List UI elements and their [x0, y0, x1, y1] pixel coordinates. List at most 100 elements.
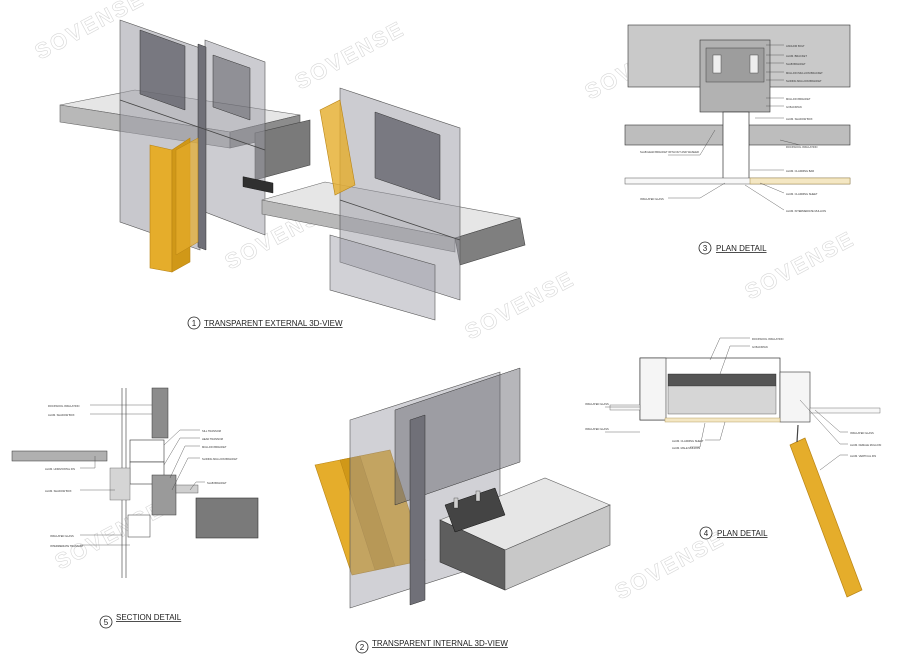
- male-mullion: [639, 357, 667, 421]
- caption-view-1: 1 TRANSPARENT EXTERNAL 3D-VIEW: [187, 316, 343, 330]
- anchor-bolt: [475, 490, 481, 502]
- note: ALUM. HORIZONTAL FIN: [45, 467, 75, 471]
- horizontal-fin: [11, 450, 108, 462]
- vertical-fin: [789, 437, 863, 598]
- note: ALUM. CLADDING SHEET: [672, 439, 704, 443]
- view-2-internal-3d: 2 TRANSPARENT INTERNAL 3D-VIEW: [314, 367, 611, 654]
- fin-bracket: [796, 424, 799, 443]
- note: ALUM. SHADOW BOX: [45, 489, 72, 493]
- rockwool-insulation: [667, 373, 777, 387]
- view-number-marker: [187, 316, 201, 330]
- view-number-marker: [699, 526, 713, 540]
- note: ALUM. BRACKET: [786, 54, 807, 58]
- view-number: 4: [704, 529, 709, 538]
- note: SLIDING MULLION BRACKET: [202, 457, 238, 461]
- note: ALUM. SHADOW BOX: [48, 413, 75, 417]
- shadow-box: [394, 367, 521, 506]
- view-title: TRANSPARENT INTERNAL 3D-VIEW: [372, 639, 508, 648]
- note: INSULATED GLASS: [50, 534, 74, 538]
- vertical-fin: [319, 99, 356, 196]
- gi-backpan: [667, 385, 777, 415]
- view-1-external-3d-module: 1 TRANSPARENT EXTERNAL 3D-VIEW: [187, 87, 526, 330]
- view-number-marker: [355, 640, 369, 654]
- note: INSULATED GLASS: [585, 427, 609, 431]
- view-number: 3: [703, 244, 708, 253]
- watermark-text: SOVENSE: [611, 526, 729, 605]
- watermark-text: SOVENSE: [741, 226, 859, 305]
- caption-view-4: 4 PLAN DETAIL: [699, 526, 768, 540]
- view-number: 1: [192, 319, 197, 328]
- note: SILL TRANSOM: [202, 429, 221, 433]
- female-mullion: [779, 371, 811, 423]
- view-number-marker: [698, 241, 712, 255]
- caption-view-2: 2 TRANSPARENT INTERNAL 3D-VIEW: [355, 639, 508, 654]
- note: MULLION BRACKET: [786, 97, 811, 101]
- view-title: SECTION DETAIL: [116, 613, 182, 622]
- note: SLAB HEAD BRACKET WITH NUT AND WASHER: [640, 150, 699, 154]
- view-5-section-detail: ROCKWOOL INSULATION ALUM. SHADOW BOX ALU…: [11, 387, 259, 629]
- note: INSULATED GLASS: [585, 402, 609, 406]
- view-3-plan-detail: SLAB HEAD BRACKET WITH NUT AND WASHER IN…: [624, 24, 851, 255]
- mullion: [409, 414, 426, 606]
- note: SLAB BRACKET: [207, 481, 227, 485]
- shadow-box: [374, 111, 441, 201]
- view-4-plan-detail: ROCKWOOL INSULATION GI BACKPAN INSULATED…: [585, 337, 881, 598]
- note: MULLION MULLION BRACKET: [786, 71, 823, 75]
- anchor-bolt: [453, 497, 459, 509]
- mullion: [197, 43, 207, 251]
- note: INTERMEDIATE TRANSOM: [50, 544, 83, 548]
- vertical-fin: [149, 144, 173, 273]
- slab-side: [504, 504, 611, 591]
- caption-view-3: 3 PLAN DETAIL: [698, 241, 767, 255]
- floor-slab: [195, 497, 259, 539]
- view-number: 5: [104, 618, 109, 627]
- insulated-glass: [809, 407, 881, 414]
- note: INSULATED GLASS: [850, 431, 874, 435]
- note: ALUM. FEMALE MULLION: [850, 443, 881, 447]
- note: HEAD TRANSOM: [202, 437, 223, 441]
- vertical-fin: [175, 137, 199, 256]
- slab-bracket: [175, 484, 199, 494]
- view-title: PLAN DETAIL: [716, 244, 767, 253]
- slab-bracket: [242, 176, 274, 194]
- note: INSULATED GLASS: [640, 197, 664, 201]
- note: ANCHOR BOLT: [786, 44, 805, 48]
- view-number: 2: [360, 643, 365, 652]
- cladding-sheet: [749, 177, 851, 185]
- transom: [119, 99, 266, 151]
- note: ALUM. CLADDING SHEET: [786, 192, 818, 196]
- view-number-marker: [99, 615, 113, 629]
- transom: [339, 199, 461, 241]
- fin-joint: [339, 455, 396, 571]
- leader-lines-4: [605, 337, 848, 471]
- sill-transom: [129, 439, 165, 463]
- insulated-glass: [609, 404, 641, 411]
- spandrel-section: [151, 387, 169, 439]
- watermark-text: SOVENSE: [291, 16, 409, 95]
- note: ROCKWOOL INSULATION: [786, 145, 818, 149]
- note: SLIDING MULLION BRACKET: [786, 79, 822, 83]
- mullion-bracket: [151, 474, 177, 516]
- note: ALUM. VERTICAL FIN: [850, 454, 876, 458]
- cladding-sheet: [664, 417, 781, 423]
- note: ALUM. MALE MULLION: [672, 446, 700, 450]
- glass-panel: [329, 234, 436, 321]
- view-title: PLAN DETAIL: [717, 529, 768, 538]
- shadow-box-section: [109, 467, 131, 501]
- note: GI BACKPAN: [752, 345, 768, 349]
- view-title: TRANSPARENT EXTERNAL 3D-VIEW: [204, 319, 343, 328]
- leader-lines-3: [668, 44, 801, 211]
- note: SLAB BRACKET: [786, 62, 806, 66]
- note: GI BACKPAN: [786, 105, 802, 109]
- note: ROCKWOOL INSULATION: [48, 404, 80, 408]
- note: ALUM. SHADOW BOX: [786, 117, 813, 121]
- caption-view-5: 5 SECTION DETAIL: [99, 613, 182, 629]
- note: ALUM. CLADDING BAR: [786, 169, 814, 173]
- leader-lines-5: [80, 404, 205, 546]
- note: ALUM. INTERMEDIATE MULLION: [786, 209, 826, 213]
- shadow-box: [139, 29, 186, 111]
- intermediate-transom: [127, 514, 151, 538]
- watermark-text: SOVENSE: [461, 266, 579, 345]
- note: ROCKWOOL INSULATION: [752, 337, 784, 341]
